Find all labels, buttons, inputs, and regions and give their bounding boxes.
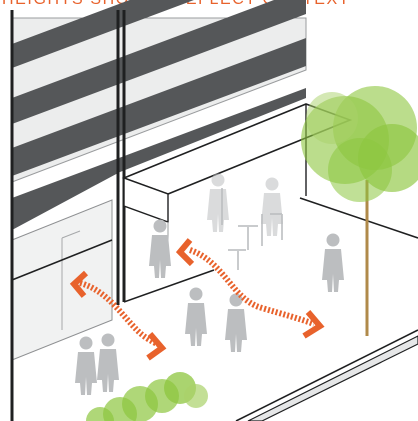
person-icon	[97, 334, 119, 393]
tree-icon	[301, 86, 418, 336]
person-icon	[225, 294, 247, 353]
pedestrians	[75, 174, 344, 396]
person-icon	[261, 178, 283, 237]
person-icon	[75, 337, 97, 396]
person-icon	[185, 288, 207, 347]
person-icon	[207, 174, 229, 233]
person-icon	[322, 234, 344, 293]
